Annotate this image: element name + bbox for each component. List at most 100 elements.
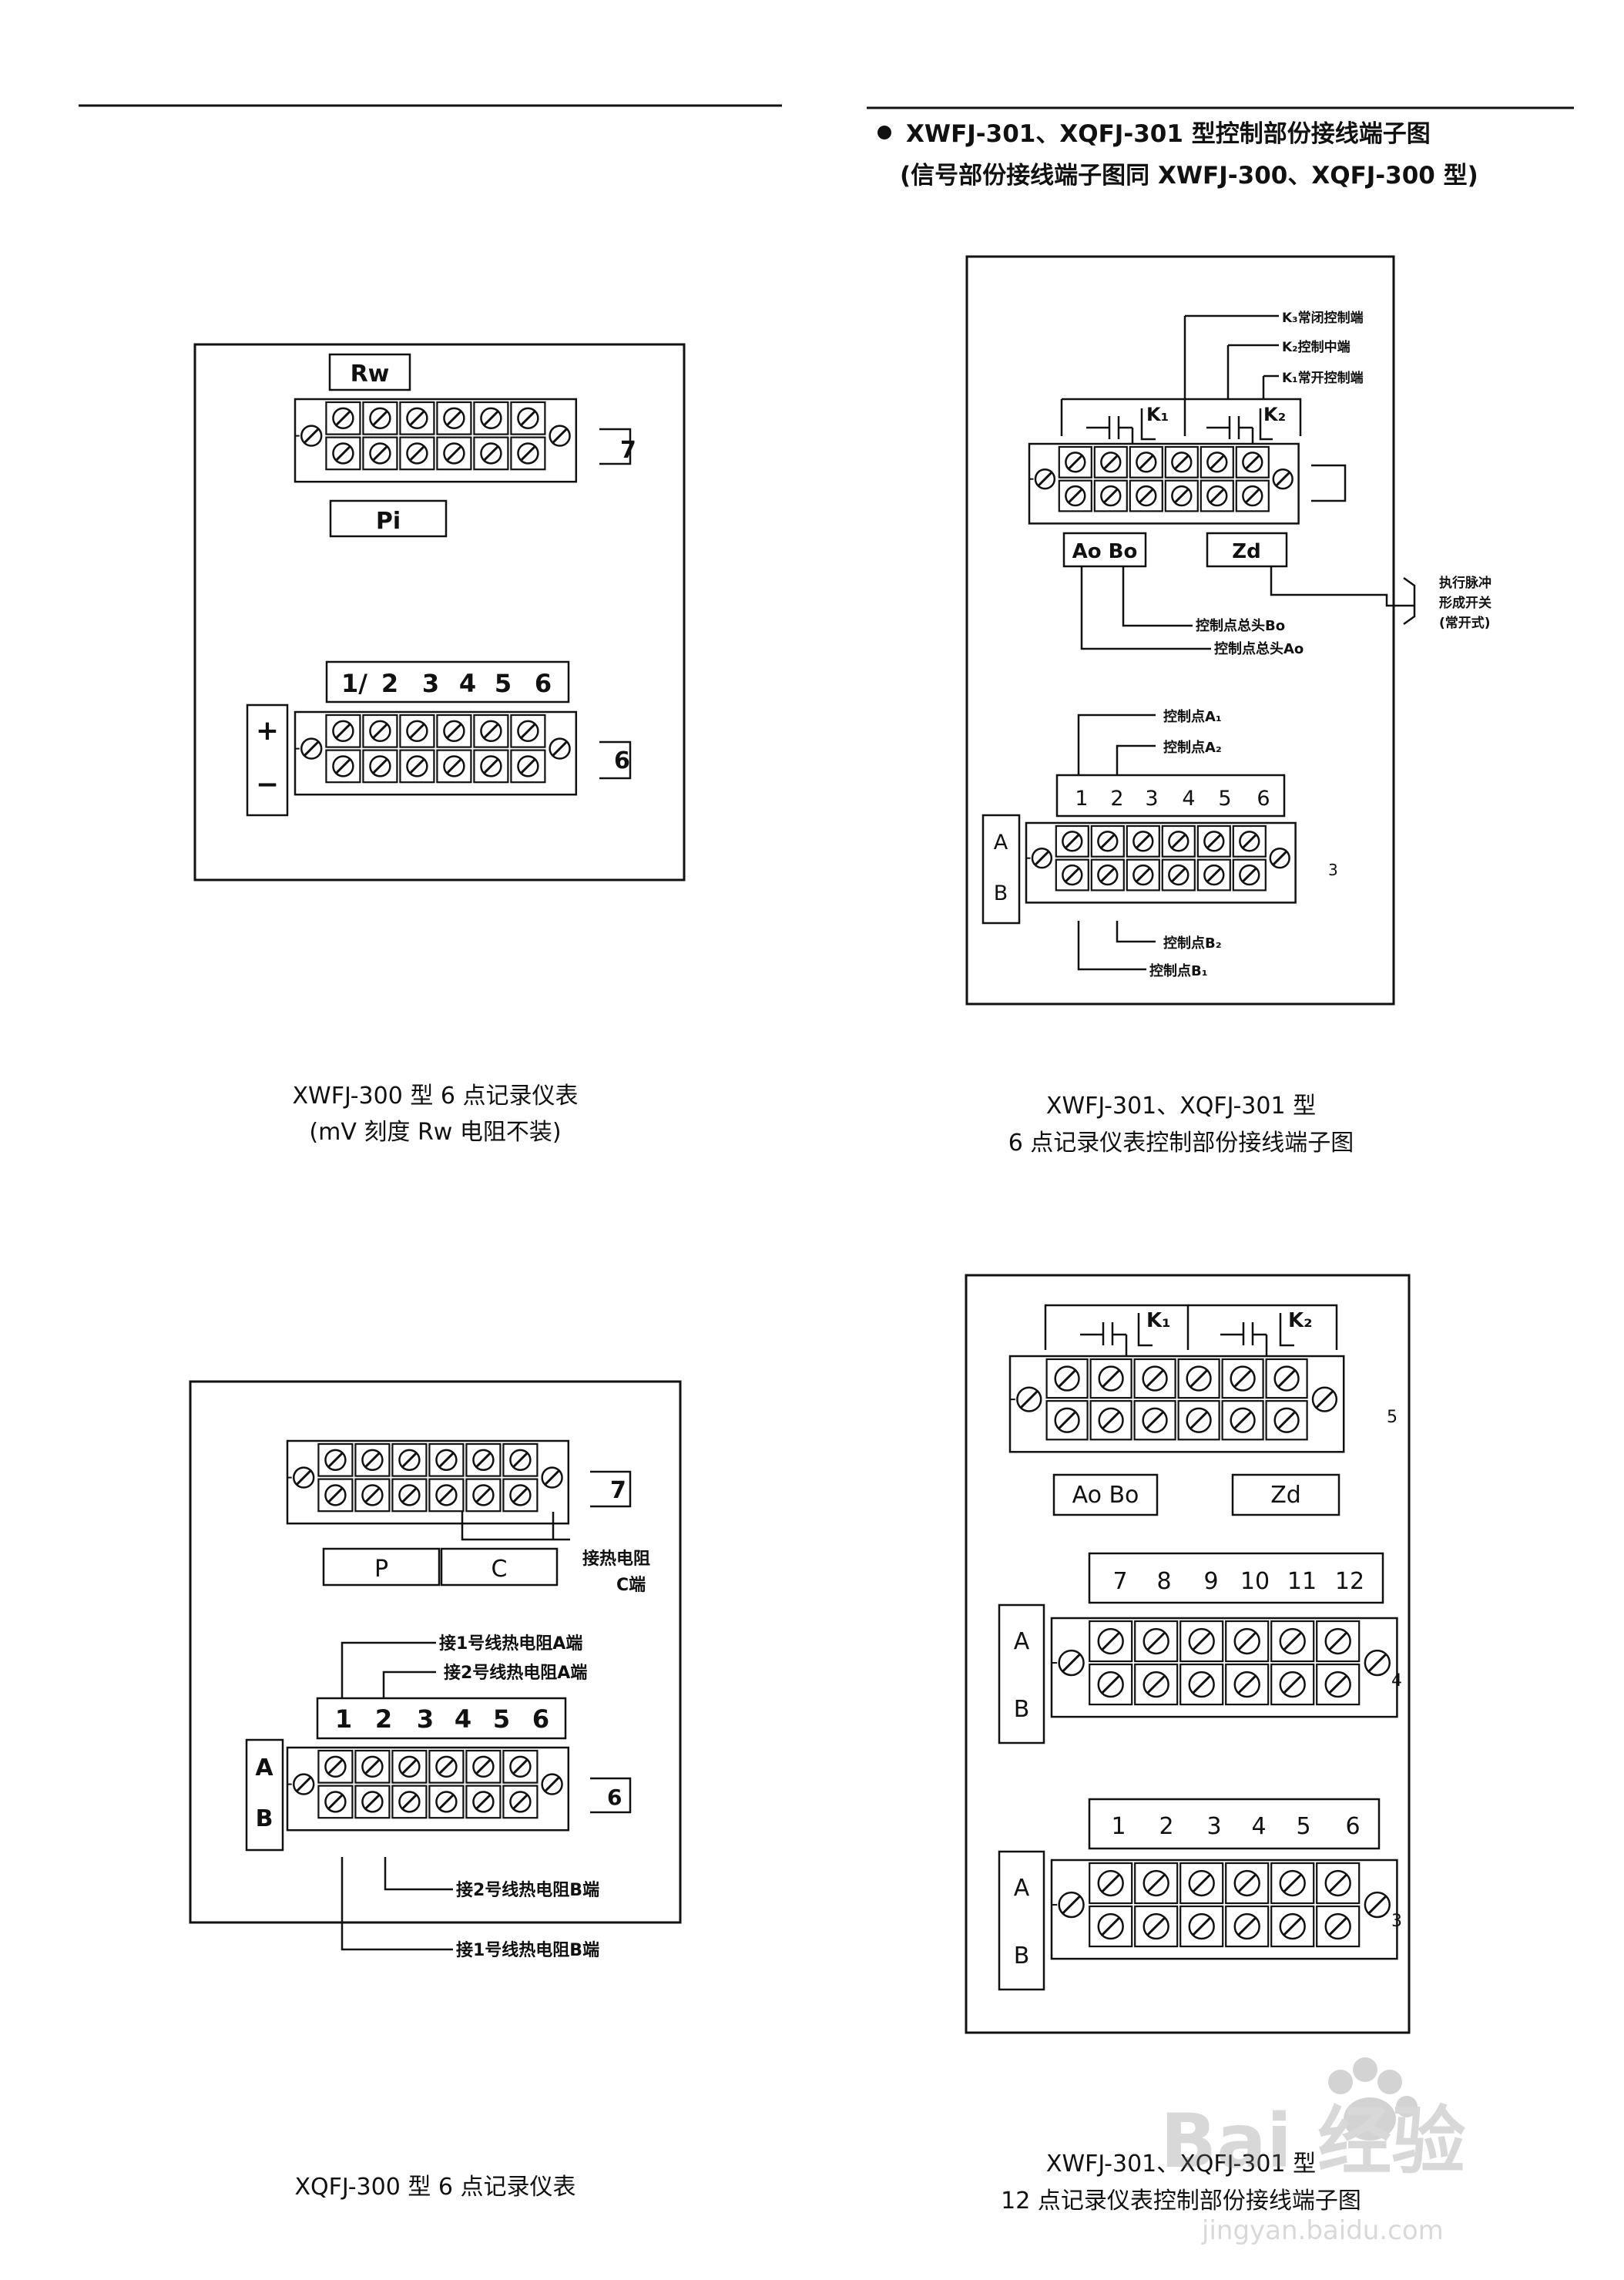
d2-block2-end-number: 3 — [1328, 861, 1338, 879]
d2-aobo-label: Ao Bo — [1072, 540, 1138, 563]
d3-side-a: A — [255, 1754, 273, 1781]
d1-block1-end-number: 7 — [620, 437, 636, 464]
d1-block2-end-number: 6 — [614, 747, 630, 774]
screw-slot — [409, 410, 425, 426]
screw-slot — [372, 758, 388, 774]
screw-slot — [1171, 834, 1186, 849]
screw-slot — [1328, 1674, 1347, 1694]
screw-slot — [438, 1758, 455, 1775]
screw-slot — [364, 1758, 381, 1775]
d2-zd-label: Zd — [1232, 540, 1260, 563]
screw-slot — [1101, 1873, 1120, 1893]
screw-slot — [1272, 850, 1287, 866]
d2-ab-box — [981, 814, 1021, 925]
d2-caption-1: XWFJ-301、XQFJ-301 型 — [1046, 1093, 1316, 1120]
d4-num3-1: 1 — [1111, 1813, 1126, 1840]
d1-end-tab-1 — [599, 428, 632, 465]
d4-number-labels-2: 7 8 9 10 11 12 — [1112, 1568, 1364, 1595]
d3-num-6: 6 — [532, 1704, 549, 1734]
screw-slot — [335, 410, 351, 426]
d2-callout-k3: K₃常闭控制端 — [1282, 310, 1364, 326]
d2-leader-lines-2 — [1077, 714, 1156, 971]
d1-number-labels: 1/ 2 3 4 5 6 — [341, 669, 552, 698]
d3-callout-b2: 接2号线热电阻B端 — [456, 1880, 599, 1900]
header-title: XWFJ-301、XQFJ-301 型控制部份接线端子图 — [906, 120, 1431, 148]
d4-relay-k2: K₂ — [1288, 1309, 1313, 1332]
screw-slot — [304, 428, 320, 444]
screw-slot — [544, 1469, 560, 1486]
screw-slot — [552, 428, 568, 444]
screw-slot — [438, 1487, 455, 1503]
screw-slot — [1065, 867, 1080, 883]
screw-slot — [1210, 455, 1225, 470]
d4-num2-10: 10 — [1240, 1568, 1270, 1595]
d4-caption-2: 12 点记录仪表控制部份接线端子图 — [1001, 2188, 1361, 2215]
screw-slot — [1237, 1873, 1257, 1893]
d2-callout-exec-2: 形成开关 — [1439, 595, 1491, 611]
screw-slot — [327, 1452, 344, 1468]
d4-terminal-block-1 — [1008, 1355, 1345, 1453]
screw-slot — [304, 740, 320, 757]
d3-num-5: 5 — [493, 1704, 510, 1734]
screw-slot — [296, 1776, 312, 1792]
terminal-cell — [1045, 1400, 1089, 1441]
d3-terminal-block-1 — [286, 1439, 570, 1525]
d4-side-a-3: A — [1014, 1875, 1030, 1902]
polarity-plus: + — [256, 715, 279, 747]
screw-slot — [1100, 867, 1116, 883]
bullet-dot — [877, 126, 891, 139]
terminal-cell — [1134, 1862, 1179, 1905]
screw-slot — [483, 723, 499, 739]
screw-slot — [512, 1452, 528, 1468]
d4-caption-1: XWFJ-301、XQFJ-301 型 — [1046, 2151, 1316, 2178]
screw-slot — [372, 445, 388, 462]
d2-side-a: A — [994, 831, 1008, 855]
screw-slot — [1206, 834, 1222, 849]
d4-relay-area — [1044, 1304, 1338, 1356]
screw-slot — [1146, 1411, 1164, 1430]
d3-num-4: 4 — [455, 1704, 471, 1734]
d2-num-4: 4 — [1182, 787, 1195, 811]
screw-slot — [520, 723, 536, 739]
screw-slot — [483, 445, 499, 462]
screw-slot — [1171, 867, 1186, 883]
d3-callout-b1: 接1号线热电阻B端 — [456, 1940, 599, 1960]
diagram-4: K₁ K₂ 5 Ao Bo Zd 7 8 9 10 11 12 A B 4 1 … — [965, 1274, 1411, 2215]
diagram-2: K₁ K₂ K₃常闭控制端 K₂控制中端 K₁常开控制端 Ao Bo Zd 执行… — [965, 255, 1491, 1157]
screw-slot — [1136, 834, 1151, 849]
screw-slot — [1283, 1674, 1302, 1694]
d2-terminal-block-1 — [1028, 442, 1300, 525]
d3-p-box — [322, 1547, 441, 1587]
d4-side-a-2: A — [1014, 1628, 1030, 1655]
screw-slot — [438, 1794, 455, 1810]
screw-slot — [1146, 1674, 1166, 1694]
baidu-watermark: Bai 经验 jingyan.baidu.com — [1160, 2057, 1465, 2246]
d2-num-2: 2 — [1110, 787, 1123, 811]
screw-slot — [446, 410, 462, 426]
d3-leader-lines — [341, 1641, 453, 1951]
diagram-1-frame — [193, 343, 686, 881]
screw-slot — [364, 1487, 381, 1503]
screw-slot — [1062, 1895, 1081, 1915]
d4-num3-3: 3 — [1206, 1813, 1221, 1840]
d4-ab-box-3 — [998, 1850, 1045, 1991]
d3-caption: XQFJ-300 型 6 点记录仪表 — [295, 2174, 576, 2201]
screw-slot — [1189, 1411, 1208, 1430]
d2-terminal-block-2 — [1025, 821, 1297, 904]
d3-callout-c-1: 接热电阻 — [582, 1549, 650, 1569]
d2-callout-k1: K₁常开控制端 — [1282, 370, 1364, 386]
watermark-main: Bai 经验 — [1160, 2098, 1465, 2184]
screw-slot — [475, 1452, 492, 1468]
screw-slot — [1065, 834, 1080, 849]
screw-slot — [520, 758, 536, 774]
diagram-3: 7 P C 接热电阻 C端 接1号线热电阻A端 接2号线热电阻A端 1 2 3 … — [189, 1380, 682, 2201]
d2-callout-exec-1: 执行脉冲 — [1439, 575, 1491, 591]
screw-slot — [1192, 1674, 1211, 1694]
d4-block3-end-number: 3 — [1391, 1912, 1402, 1931]
d4-num2-11: 11 — [1287, 1568, 1317, 1595]
screw-slot — [1139, 488, 1154, 504]
screw-slot — [1277, 1411, 1296, 1430]
d4-num3-2: 2 — [1159, 1813, 1173, 1840]
screw-slot — [1237, 1916, 1257, 1936]
d4-side-b-2: B — [1014, 1696, 1030, 1723]
